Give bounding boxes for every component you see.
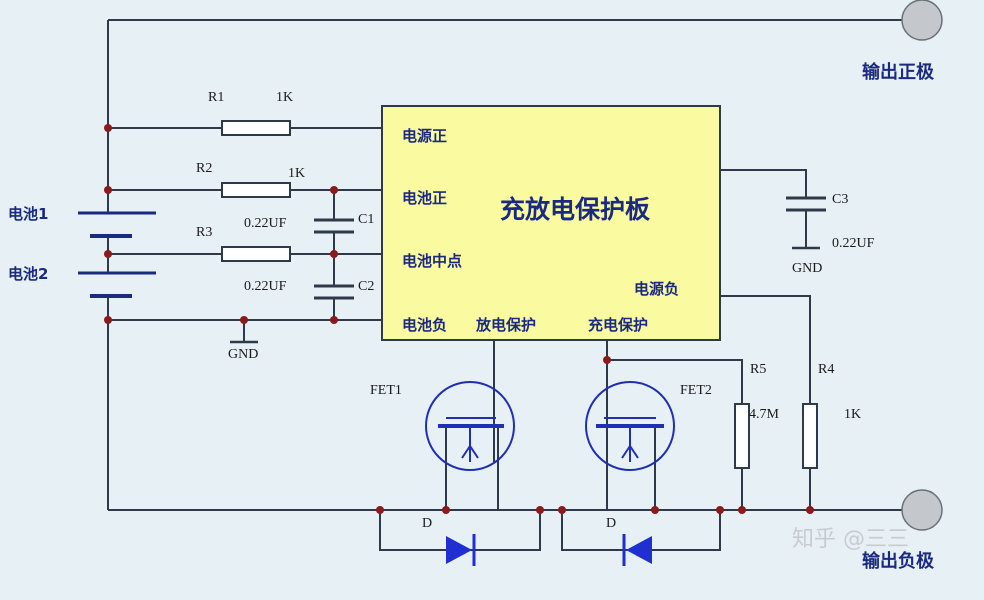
resistor-r1-icon [221,120,291,136]
diode-1-icon [446,536,472,564]
r4-value: 1K [844,407,861,422]
junction-dot [104,186,112,194]
r5-name: R5 [750,362,766,377]
resistor-r4-icon [802,403,818,469]
junction-dot [536,506,544,514]
battery-1-label: 电池1 [8,205,48,223]
pin-charge: 充电保护 [588,316,648,334]
wires [107,19,902,551]
junction-dot [603,356,611,364]
output-negative-label: 输出负极 [862,550,935,572]
pin-batt-mid: 电池中点 [402,252,462,270]
battery-1-icon [78,211,156,238]
fet-2-label: FET2 [680,383,712,398]
output-positive-label: 输出正极 [862,61,935,83]
r4-name: R4 [818,362,834,377]
fet-1-icon [425,381,515,471]
wire-c3 [720,169,807,248]
pin-discharge: 放电保护 [475,316,536,334]
c1-name: C1 [358,212,374,227]
junction-dot [558,506,566,514]
junction-dot [104,250,112,258]
junction-dot [104,316,112,324]
resistor-r3-icon [221,246,291,262]
pin-batt-pos: 电池正 [402,189,447,207]
resistor-r5-icon [734,403,750,469]
gnd-1-label: GND [228,347,258,362]
junction-dot [806,506,814,514]
batteries: 电池1 电池2 [8,205,156,298]
capacitors: C1 0.22UF C2 0.22UF C3 0.22UF [244,192,875,300]
diode-1: D [422,516,476,566]
c3-name: C3 [832,192,848,207]
r2-name: R2 [196,161,212,176]
output-terminals: 输出正极 输出负极 [862,0,943,572]
c1-value: 0.22UF [244,216,287,231]
junction-dot [716,506,724,514]
fet-1-label: FET1 [370,383,402,398]
junction-dot [104,124,112,132]
diode-1-label: D [422,516,432,531]
fet-2-icon [585,381,675,471]
c3-value: 0.22UF [832,236,875,251]
wire-r4 [720,295,811,510]
r1-name: R1 [208,90,224,105]
chip-body [381,105,721,341]
junction-dot [376,506,384,514]
resistors: R1 1K R2 1K R3 R5 4.7M R4 1K [196,90,861,469]
capacitor-c2-icon [314,284,354,300]
pin-power-neg: 电源负 [634,280,679,298]
wire-fet2-legs [606,426,656,510]
c2-value: 0.22UF [244,279,287,294]
resistor-r2-icon [221,182,291,198]
fet-1: FET1 [370,381,515,471]
junction-dot [330,250,338,258]
junction-dot [442,506,450,514]
r5-value: 4.7M [749,407,780,422]
junction-dot [738,506,746,514]
wire-fet1-legs [445,426,499,510]
pin-batt-neg: 电池负 [402,316,447,334]
protection-chip: 充放电保护板 电源正 电池正 电池中点 电池负 放电保护 充电保护 电源负 [381,105,721,341]
capacitor-c1-icon [314,218,354,234]
r1-value: 1K [276,90,293,105]
watermark: 知乎 @三三 [792,527,909,552]
c2-name: C2 [358,279,374,294]
terminal-positive-icon [901,0,943,41]
terminal-negative-icon [901,489,943,531]
wire-r5 [607,359,743,510]
junction-dot [330,316,338,324]
junction-dot [240,316,248,324]
grounds: GND GND [228,246,822,362]
chip-title: 充放电保护板 [500,195,650,224]
fet-2: FET2 [585,381,712,471]
gnd-2-label: GND [792,261,822,276]
junctions [104,124,814,514]
r3-name: R3 [196,225,212,240]
battery-2-label: 电池2 [8,265,48,283]
capacitor-c3-icon [786,196,826,212]
diode-2: D [606,516,652,566]
diode-2-label: D [606,516,616,531]
battery-2-icon [78,271,156,298]
diode-2-icon [626,536,652,564]
junction-dot [651,506,659,514]
pin-power-pos: 电源正 [402,127,447,145]
r2-value: 1K [288,166,305,181]
junction-dot [330,186,338,194]
